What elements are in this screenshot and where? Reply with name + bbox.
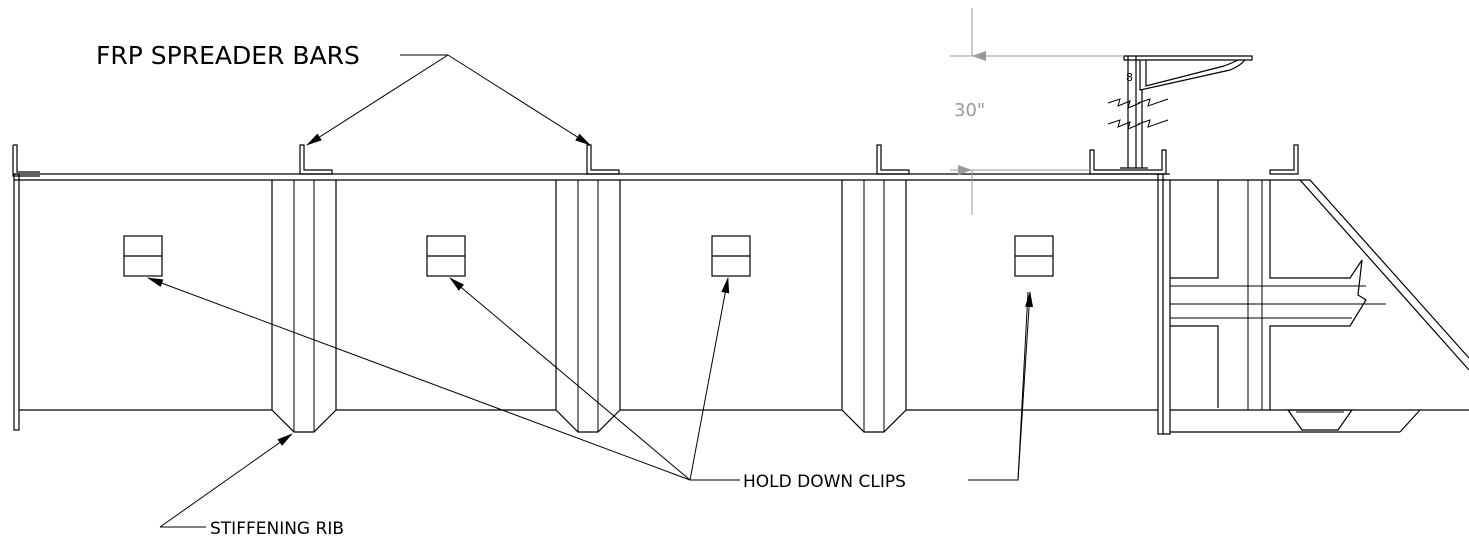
dimension-text: 30" [954,100,985,121]
stiffening-rib-1 [271,180,337,433]
spreader-bar-3 [876,144,910,175]
top-deck [14,173,1170,181]
hold-down-clip-3 [711,235,751,277]
end-section [1170,179,1469,433]
bracket-mark: 8 [1126,71,1133,84]
label-hold-down-clips: HOLD DOWN CLIPS [743,472,906,492]
top-bracket: 8 [1123,55,1253,91]
spreader-bar-2 [586,144,620,175]
label-stiffening-rib: STIFFENING RIB [210,519,344,539]
channel-support [1089,56,1167,175]
stiffening-rib-2 [555,180,621,433]
leader-hold-down [147,277,1034,481]
dimension-30in: 30" [950,8,1124,215]
leader-stiffening-rib [159,433,293,528]
hold-down-clip-4 [1014,235,1054,277]
left-end-plate [12,144,40,431]
break-lines [1107,98,1169,130]
spreader-bar-4 [1269,144,1299,175]
label-frp-spreader-bars: FRP SPREADER BARS [96,41,360,70]
stiffening-rib-3 [841,180,907,433]
spreader-bar-1 [299,144,333,175]
hold-down-clip-2 [426,235,466,277]
leader-frp [306,54,591,146]
divider-plate [1157,173,1171,435]
hold-down-clip-1 [123,235,163,277]
